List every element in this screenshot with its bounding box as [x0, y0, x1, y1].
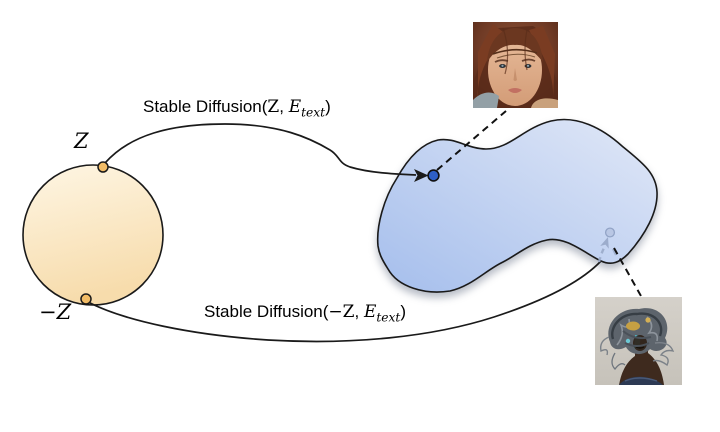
top-formula-close: ): [325, 97, 331, 116]
faded-arrowhead-icon: [600, 237, 609, 249]
top-arrow-formula: Stable Diffusion(Z, Etext): [143, 97, 331, 119]
faded-arrow-dash: [612, 248, 617, 256]
in-distribution-point: [427, 169, 440, 182]
top-formula-sep: ,: [279, 97, 289, 116]
bottom-formula-arg: −Z: [328, 302, 355, 322]
arrow-negz-to-manifold: [87, 260, 602, 343]
bottom-arrow-formula: Stable Diffusion(−Z, Etext): [204, 302, 406, 324]
z-label: Z: [74, 129, 89, 153]
distorted-portrait-art: [595, 297, 682, 385]
z-point: [97, 161, 109, 173]
image-manifold-blob: [376, 118, 658, 293]
top-formula-var: E: [288, 97, 302, 117]
bottom-formula-close: ): [400, 302, 407, 321]
bottom-formula-var: E: [363, 302, 377, 322]
faded-arrow-tail: [597, 247, 606, 263]
top-formula-arg: Z: [267, 97, 280, 117]
top-formula-func: Stable Diffusion(: [143, 97, 268, 116]
arrowhead-z-icon: [414, 169, 429, 182]
bottom-formula-sub: text: [376, 310, 401, 325]
portrait-art: [473, 22, 558, 108]
neg-z-label: −Z: [39, 300, 72, 324]
bottom-formula-sep: ,: [354, 302, 364, 321]
top-formula-sub: text: [301, 105, 326, 120]
dashed-link-bottom-image: [613, 247, 642, 297]
neg-z-point: [80, 293, 92, 305]
faded-point: [604, 227, 616, 238]
distorted-portrait-image: [595, 297, 682, 385]
arrow-z-to-manifold: [104, 123, 417, 176]
portrait-image: [473, 22, 558, 108]
dashed-link-top-image: [436, 110, 507, 171]
latent-sphere: [22, 164, 164, 306]
bottom-formula-func: Stable Diffusion(: [204, 302, 329, 321]
